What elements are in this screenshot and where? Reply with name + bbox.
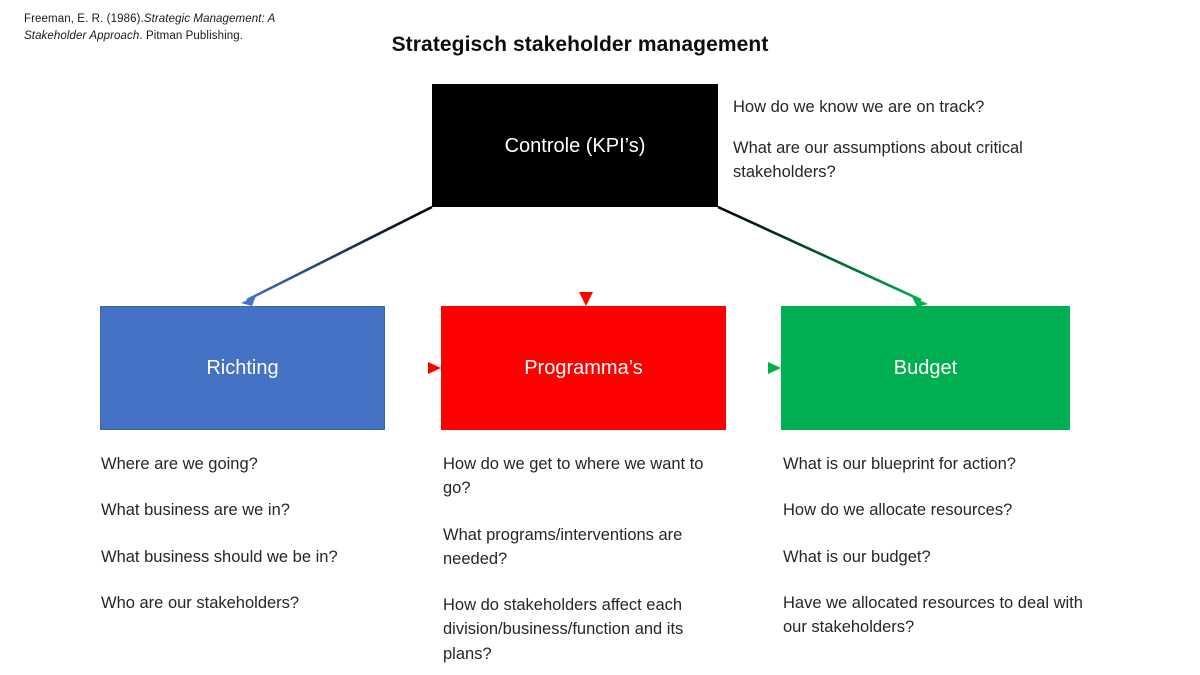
question-item: How do we get to where we want to go? [443,455,704,498]
question-item: What business are we in? [101,501,290,520]
arrow-control-to-direction [241,205,433,306]
citation-publisher: . Pitman Publishing. [139,29,244,42]
question-item: Where are we going? [101,455,258,473]
question-item: Who are our stakeholders? [101,593,300,612]
question-item: What is our blueprint for action? [783,455,1016,473]
question-item: How do stakeholders affect each division… [443,596,684,663]
questions-direction: Where are we going? What business are we… [101,452,401,615]
questions-budget: What is our blueprint for action? How do… [783,452,1083,639]
box-controle-kpi-label: Controle (KPI’s) [504,134,646,157]
kpi-question: How do we know we are on track? [733,98,985,116]
box-controle-kpi[interactable]: Controle (KPI’s) [432,84,718,207]
question-item: How do we allocate resources? [783,501,1013,520]
question-item: Have we allocated resources to deal with… [783,593,1083,636]
arrow-control-to-budget [717,205,928,307]
citation-work-title: Strategic Management: A Stakeholder Appr… [24,13,276,42]
box-budget-label: Budget [893,357,958,379]
page-title: Strategisch stakeholder management [391,33,769,56]
arrow-control-to-programs [579,207,593,306]
question-item: What is our budget? [783,547,931,566]
citation-author: Freeman, E. R. (1986). [24,13,144,25]
kpi-question: What are our assumptions about critical … [733,138,1023,181]
box-richting-label: Richting [206,357,279,379]
question-item: What programs/interventions are needed? [443,525,683,568]
box-budget[interactable]: Budget [781,306,1070,430]
question-item: What business should we be in? [101,547,338,566]
source-citation: Freeman, E. R. (1986).Strategic Manageme… [24,11,294,44]
box-programmas[interactable]: Programma’s [441,306,726,430]
kpi-questions: How do we know we are on track? What are… [733,96,1063,185]
questions-programs: How do we get to where we want to go? Wh… [443,452,715,666]
box-richting[interactable]: Richting [100,306,385,430]
box-programmas-label: Programma’s [524,357,643,379]
arrow-programs-to-budget [726,362,781,374]
arrow-direction-to-programs [386,362,441,374]
